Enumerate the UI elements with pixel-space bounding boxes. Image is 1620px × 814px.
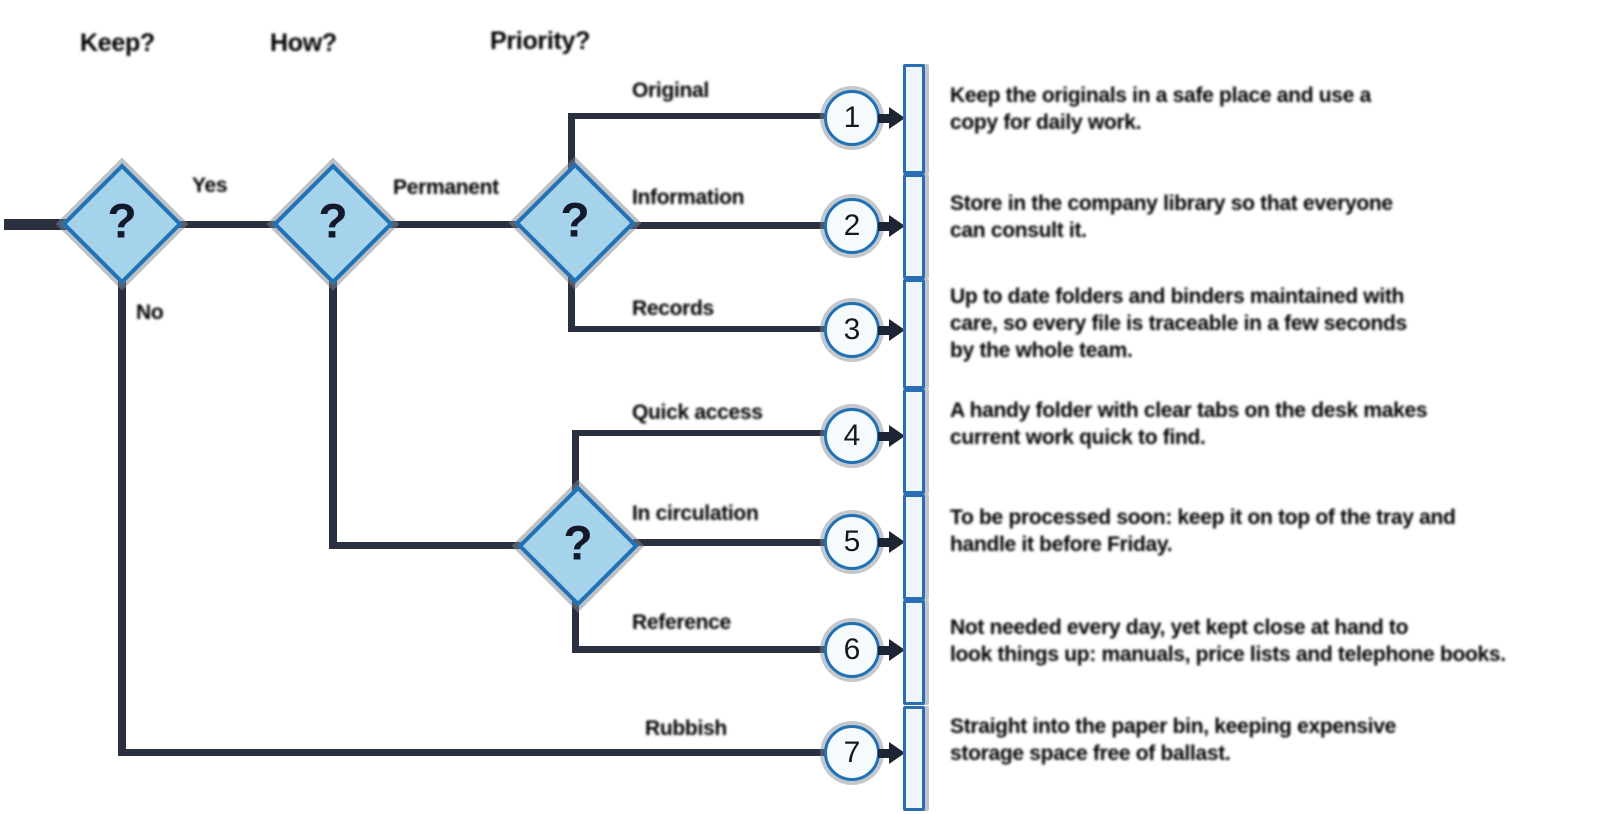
shelf-segment-4	[903, 389, 925, 494]
arrow-right-icon	[878, 215, 905, 237]
connector-line	[568, 113, 575, 175]
outcome-description-line: storage space free of ballast.	[950, 742, 1231, 765]
shelf-segment-3	[903, 279, 925, 389]
arrow-right-icon	[878, 425, 905, 447]
outcome-description-line: Up to date folders and binders maintaine…	[950, 285, 1405, 308]
branch-label-yes: Yes	[192, 174, 228, 197]
outcome-description-line: Straight into the paper bin, keeping exp…	[950, 715, 1396, 738]
outcome-description-line: To be processed soon: keep it on top of …	[950, 506, 1456, 529]
arrow-right-icon	[878, 742, 905, 764]
connector-entry-line	[4, 219, 70, 230]
question-mark: ?	[563, 517, 593, 571]
connector-line	[572, 600, 579, 652]
connector-line	[572, 646, 826, 653]
outcome-description-line: Not needed every day, yet kept close at …	[950, 616, 1409, 639]
arrow-right-icon	[878, 531, 905, 553]
outcome-description-line: handle it before Friday.	[950, 533, 1173, 556]
arrow-right-icon	[878, 639, 905, 661]
question-mark: ?	[107, 195, 137, 249]
connector-line	[389, 221, 523, 228]
shelf-segment-6	[903, 600, 925, 705]
branch-label-original: Original	[632, 79, 709, 102]
outcome-description-line: Store in the company library so that eve…	[950, 192, 1393, 215]
connector-line	[329, 272, 337, 548]
outcome-node-3: 3	[824, 302, 880, 358]
outcome-node-2: 2	[824, 198, 880, 254]
arrow-right-icon	[878, 107, 905, 129]
shelf-segment-5	[903, 494, 925, 600]
branch-label-in-circulation: In circulation	[632, 502, 759, 525]
column-header-2: How?	[270, 29, 337, 57]
branch-label-no: No	[136, 301, 164, 324]
outcome-node-6: 6	[824, 622, 880, 678]
branch-label-rubbish: Rubbish	[645, 717, 727, 740]
branch-label-information: Information	[632, 186, 745, 209]
arrow-right-icon	[878, 319, 905, 341]
outcome-description-line: look things up: manuals, price lists and…	[950, 643, 1506, 666]
connector-line	[572, 430, 826, 436]
question-mark: ?	[560, 194, 590, 248]
outcome-description-line: care, so every file is traceable in a fe…	[950, 312, 1407, 335]
outcome-description-line: can consult it.	[950, 219, 1087, 242]
branch-label-reference: Reference	[632, 611, 731, 634]
branch-label-records: Records	[632, 297, 714, 320]
outcome-node-7: 7	[824, 725, 880, 781]
connector-line	[572, 430, 579, 494]
branch-label-quick-access: Quick access	[632, 401, 763, 424]
connector-line	[329, 542, 527, 549]
outcome-node-5: 5	[824, 514, 880, 570]
outcome-description-line: Keep the originals in a safe place and u…	[950, 84, 1371, 107]
outcome-description-line: copy for daily work.	[950, 111, 1142, 134]
connector-line	[176, 221, 280, 228]
connector-line	[568, 272, 575, 332]
shelf-segment-2	[903, 174, 925, 279]
connector-line	[118, 749, 826, 756]
connector-line	[633, 539, 826, 546]
connector-line	[568, 113, 826, 119]
column-header-1: Keep?	[80, 29, 155, 57]
outcome-description-line: by the whole team.	[950, 339, 1133, 362]
shelf-segment-1	[903, 64, 925, 174]
connector-line	[630, 222, 826, 229]
connector-line	[118, 272, 126, 754]
outcome-description-line: A handy folder with clear tabs on the de…	[950, 399, 1428, 422]
shelf-segment-7	[903, 706, 925, 811]
outcome-node-1: 1	[824, 90, 880, 146]
question-mark: ?	[318, 195, 348, 249]
column-header-3: Priority?	[490, 27, 591, 55]
outcome-description-line: current work quick to find.	[950, 426, 1206, 449]
connector-line	[568, 326, 826, 332]
branch-label-permanent: Permanent	[393, 176, 499, 199]
outcome-node-4: 4	[824, 408, 880, 464]
